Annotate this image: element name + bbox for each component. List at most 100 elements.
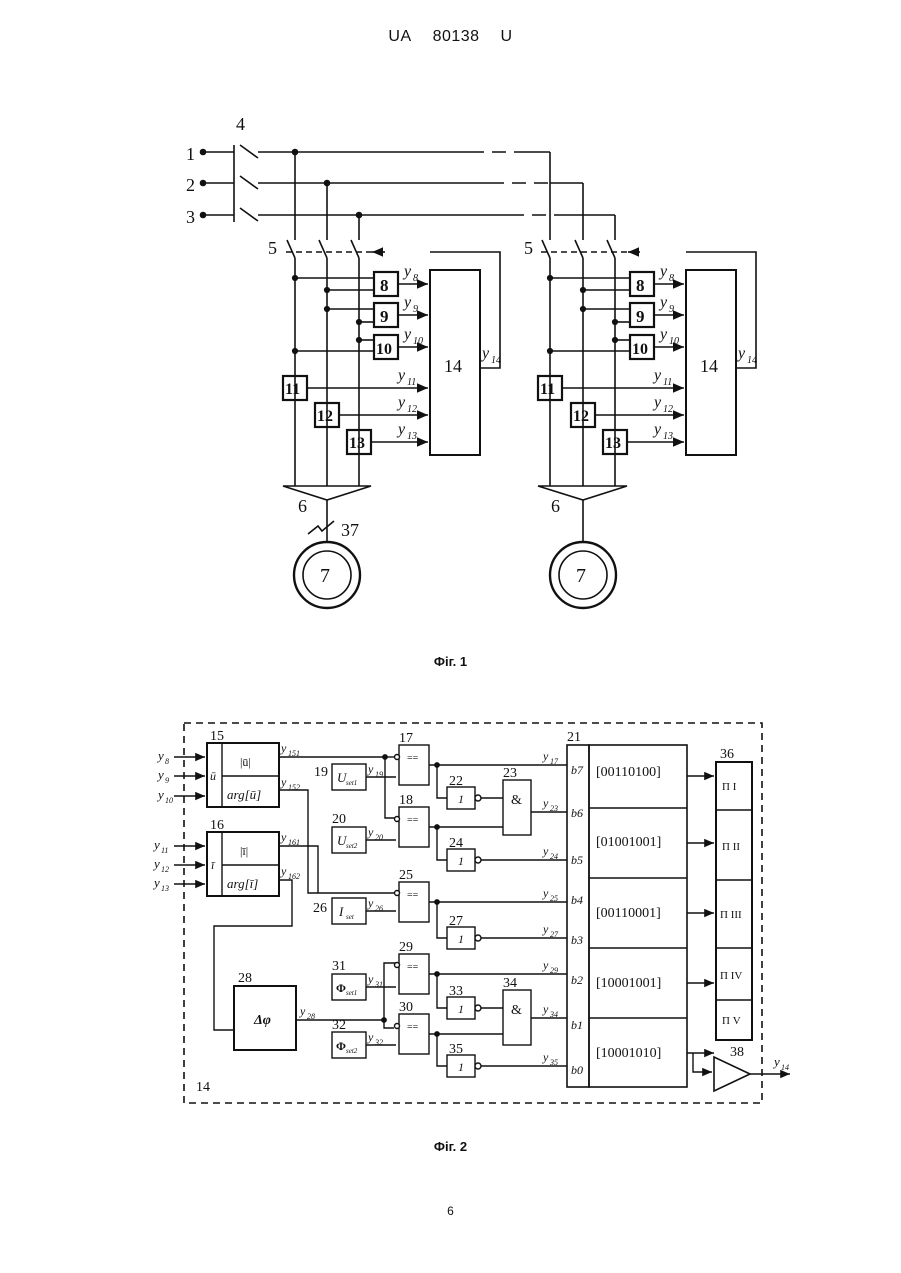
svg-text:32: 32 [374, 1038, 383, 1047]
register-21-label: 21 [567, 730, 581, 745]
svg-text:==: == [407, 1022, 419, 1033]
output-5: П V [722, 1015, 741, 1027]
svg-text:y: y [542, 796, 549, 810]
svg-text:161: 161 [288, 838, 300, 847]
output-4: П IV [720, 970, 742, 982]
setpoint-31-label: 31 [332, 959, 346, 974]
setpoint-32: Φ [336, 1039, 346, 1053]
svg-text:10: 10 [165, 796, 173, 805]
svg-text:11: 11 [663, 377, 672, 388]
phase-difference-block: Δφ [253, 1013, 271, 1028]
svg-text:y: y [396, 367, 406, 384]
output-y14: y [772, 1054, 780, 1069]
svg-text:14: 14 [781, 1063, 789, 1072]
switch-label-4: 4 [236, 114, 245, 134]
svg-text:b6: b6 [571, 806, 583, 820]
svg-text:y: y [542, 886, 549, 900]
svg-text:set2: set2 [346, 842, 358, 850]
svg-text:14: 14 [491, 355, 501, 366]
svg-text:y: y [736, 345, 746, 362]
svg-text:y: y [652, 367, 662, 384]
svg-text:24: 24 [550, 852, 558, 861]
svg-text:26: 26 [375, 904, 383, 913]
svg-text:b3: b3 [571, 933, 583, 947]
sensor-10-left: 10 [376, 341, 392, 358]
fault-label-37: 37 [341, 520, 359, 540]
svg-text:14: 14 [747, 355, 757, 366]
svg-text:12: 12 [161, 865, 169, 874]
svg-text:y: y [396, 421, 406, 438]
sensor-12-right: 12 [573, 408, 589, 425]
svg-text:y: y [367, 972, 374, 986]
input-y8: y [156, 748, 164, 763]
svg-text:y: y [280, 775, 287, 789]
svg-text:1: 1 [458, 1002, 464, 1016]
sensor-9-right: 9 [636, 307, 645, 326]
svg-text:8: 8 [165, 757, 169, 766]
svg-text:y: y [652, 421, 662, 438]
right-drive-unit [538, 240, 756, 608]
unit-14-label: 14 [196, 1080, 210, 1095]
inverter-33-label: 33 [449, 984, 463, 999]
breaker-label-right: 5 [524, 238, 533, 258]
svg-text:==: == [407, 890, 419, 901]
inverter-label-right: 6 [551, 496, 560, 516]
output-2: П II [722, 841, 740, 853]
sensor-11-left: 11 [285, 381, 300, 398]
block-28-label: 28 [238, 971, 252, 986]
setpoint-32-label: 32 [332, 1018, 346, 1033]
svg-text:b7: b7 [571, 763, 584, 777]
svg-text:y: y [280, 741, 287, 755]
controller-14-left: 14 [444, 356, 462, 376]
page-number: 6 [0, 1204, 901, 1218]
svg-text:y: y [658, 263, 668, 280]
code-3: [00110001] [596, 906, 661, 921]
svg-text:162: 162 [288, 872, 300, 881]
svg-text:12: 12 [663, 404, 673, 415]
svg-text:y: y [652, 394, 662, 411]
svg-text:y: y [367, 762, 374, 776]
sensor-13-left: 13 [349, 435, 365, 452]
motor-label-right: 7 [576, 565, 586, 587]
line-label-2: 2 [186, 175, 195, 195]
svg-text:1: 1 [458, 792, 464, 806]
svg-text:&: & [511, 1003, 522, 1018]
output-3: П III [720, 909, 742, 921]
svg-text:y: y [402, 263, 412, 280]
svg-text:29: 29 [550, 966, 558, 975]
svg-text:31: 31 [374, 980, 383, 989]
svg-text:y: y [658, 294, 668, 311]
block-15-label: 15 [210, 729, 224, 744]
comparator-29-label: 29 [399, 940, 413, 955]
svg-text:b2: b2 [571, 973, 583, 987]
svg-text:&: & [511, 793, 522, 808]
inverter-35-label: 35 [449, 1042, 463, 1057]
sensor-12-left: 12 [317, 408, 333, 425]
unit-14-boundary [184, 723, 762, 1103]
breaker-label-left: 5 [268, 238, 277, 258]
output-1: П I [722, 781, 737, 793]
svg-text:23: 23 [550, 804, 558, 813]
svg-text:12: 12 [407, 404, 417, 415]
svg-text:==: == [407, 962, 419, 973]
figure-1: 1 2 3 4 [186, 114, 756, 608]
figure-2-labels: y8 y9 y10 y11 y12 y13 15 ū |ū| arg[ū] 16… [152, 729, 789, 1095]
svg-text:y: y [367, 825, 374, 839]
svg-text:b5: b5 [571, 853, 583, 867]
svg-text:20: 20 [375, 833, 383, 842]
svg-text:y: y [367, 896, 374, 910]
input-y11: y [152, 837, 160, 852]
block-15-magnitude: |ū| [240, 755, 251, 769]
input-y9: y [156, 767, 164, 782]
svg-text:y: y [280, 830, 287, 844]
motor-label-left: 7 [320, 565, 330, 587]
svg-text:13: 13 [407, 431, 417, 442]
svg-text:13: 13 [161, 884, 169, 893]
figure-1-caption: Фіг. 1 [0, 654, 901, 669]
register-bits: b7 b6 b5 b4 b3 b2 b1 b0 [571, 763, 584, 1077]
controller-14-right: 14 [700, 356, 718, 376]
code-5: [10001010] [596, 1046, 661, 1061]
left-drive-unit [283, 240, 500, 608]
comparator-30-label: 30 [399, 1000, 413, 1015]
